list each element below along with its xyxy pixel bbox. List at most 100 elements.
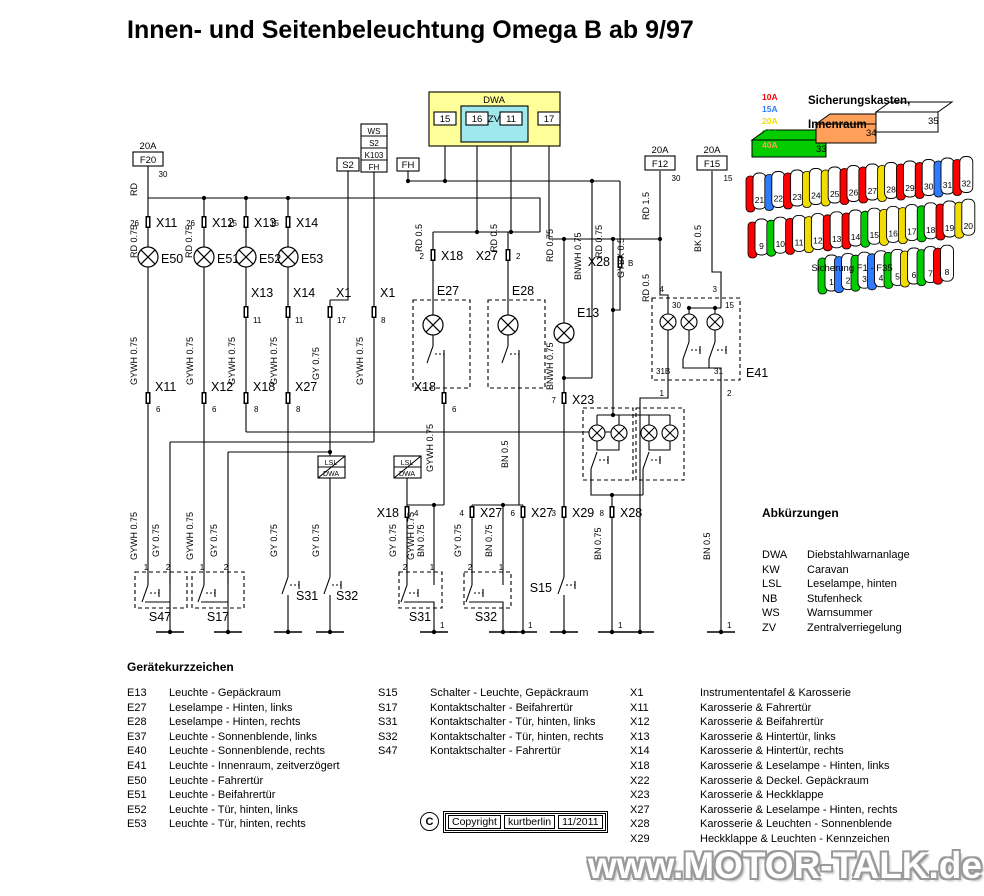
lamp-icon — [193, 246, 215, 268]
junction-dot — [561, 375, 567, 381]
legend-key: E50 — [127, 774, 147, 787]
junction-dot — [500, 502, 506, 508]
junction-dot — [201, 195, 207, 201]
fuse-number: 5 — [895, 271, 900, 281]
copyright-box: Copyright kurtberlin 11/2011 — [442, 810, 609, 833]
legend-key: X13 — [630, 730, 650, 743]
legend-desc: Karosserie & Leselampe - Hinten, rechts — [700, 803, 898, 816]
junction-dot — [431, 502, 437, 508]
diagram-label: S31 — [409, 610, 431, 624]
diagram-label: S2 — [369, 139, 379, 148]
junction-dot — [285, 195, 291, 201]
diagram-label: 1 — [430, 563, 435, 572]
connector-icon — [505, 249, 511, 261]
legend-key: S17 — [378, 701, 398, 714]
diagram-label: X12 — [211, 380, 233, 394]
legend-row: E40 Leuchte - Sonnenblende, rechts — [127, 744, 340, 759]
legend-desc: Leselampe - Hinten, links — [169, 701, 293, 714]
diagram-label: X13 — [254, 216, 276, 230]
fuse-number: 11 — [795, 237, 804, 247]
fuse-number: 1 — [829, 277, 834, 287]
fusebox-title-line2: Innenraum — [808, 119, 867, 131]
wire-color-label: GY 0.75 — [209, 524, 219, 557]
connector-icon — [327, 306, 333, 318]
legend-key: X29 — [630, 832, 650, 845]
ground-icon — [273, 628, 303, 636]
diagram-label: 17 — [337, 316, 346, 325]
legend-key: S15 — [378, 687, 398, 699]
fuse-body — [940, 244, 954, 282]
diagram-label: 2 — [224, 563, 229, 572]
legend-key: X28 — [630, 818, 650, 831]
ground-icon — [315, 628, 345, 636]
diagram-label: 1 — [660, 389, 665, 398]
diagram-label: 20A — [704, 145, 722, 156]
diagram-label: X14 — [296, 216, 318, 230]
ground-symbols — [155, 628, 736, 636]
diagram-label: 15 — [440, 114, 451, 125]
wire-color-label: GYWH 0.75 — [406, 512, 416, 560]
fuse-number: 14 — [851, 232, 861, 242]
diagram-label: 31B — [656, 367, 670, 376]
lamp-icon — [661, 424, 679, 442]
diagram-label: 2 — [516, 252, 521, 261]
legend-desc: Kontaktschalter - Beifahrertür — [430, 701, 574, 714]
legend-key: E27 — [127, 701, 147, 714]
wire-color-label: BN 0.75 — [416, 524, 426, 557]
diagram-label: E53 — [301, 252, 323, 266]
fusebox-title-line1: Sicherungskasten, — [808, 95, 910, 107]
relay-block-front — [875, 111, 939, 133]
ground-icon — [508, 628, 538, 636]
legend-desc: Karosserie & Deckel. Gepäckraum — [700, 774, 869, 787]
legend-desc: Leuchte - Sonnenblende, rechts — [169, 745, 325, 758]
legend-desc: Leuchte - Gepäckraum — [169, 687, 281, 699]
diagram-label: 2 — [727, 389, 732, 398]
fuse-number: 13 — [832, 234, 842, 244]
fuse-number: 4 — [879, 273, 884, 283]
connector-icon — [609, 506, 615, 518]
lamp-symbols — [137, 246, 724, 442]
legend-desc: Kontaktschalter - Tür, hinten, links — [430, 716, 596, 729]
wire-color-label: GYWH 0.75 — [269, 337, 279, 385]
diagram-label: 30 — [672, 301, 681, 310]
diagram-label: 6 — [511, 509, 516, 518]
legend-row: E27 Leselampe - Hinten, links — [127, 701, 340, 716]
wire-color-label: BN 0.5 — [500, 440, 510, 468]
fuse-number: 19 — [945, 223, 955, 233]
legend-key: E40 — [127, 745, 147, 758]
diagram-label: 2 — [420, 252, 425, 261]
fuse-number: 2 — [846, 276, 851, 286]
junction-dot — [610, 236, 616, 242]
wire-color-label: GYWH 0.75 — [355, 337, 365, 385]
connector-icon — [285, 306, 291, 318]
fusebox-caption: Sicherung F1 - F35 — [811, 263, 892, 274]
ground-icon — [213, 628, 243, 636]
legend-desc: Warnsummer — [807, 607, 873, 620]
junction-dots — [201, 178, 718, 508]
diagram-label: S31 — [296, 589, 318, 603]
legend-key: X11 — [630, 701, 649, 714]
junction-dot — [609, 492, 615, 498]
legend-key: LSL — [762, 578, 782, 591]
switch-icon — [400, 584, 419, 603]
diagram-label: 20A — [140, 141, 158, 152]
fuse-number: 7 — [928, 269, 933, 279]
diagram-label: 30 — [159, 170, 168, 179]
lamp-icon — [137, 246, 159, 268]
diagram-label: 11 — [295, 316, 304, 325]
diagram-label: 1 — [499, 563, 504, 572]
connector-icon — [285, 392, 291, 404]
fuse-number: 27 — [868, 186, 878, 196]
diagram-label: S15 — [530, 581, 552, 595]
diagram-label: 6 — [452, 405, 457, 414]
fuse-legend-entry: 30A — [762, 128, 778, 138]
legend-desc: Instrumententafel & Karosserie — [700, 687, 852, 699]
